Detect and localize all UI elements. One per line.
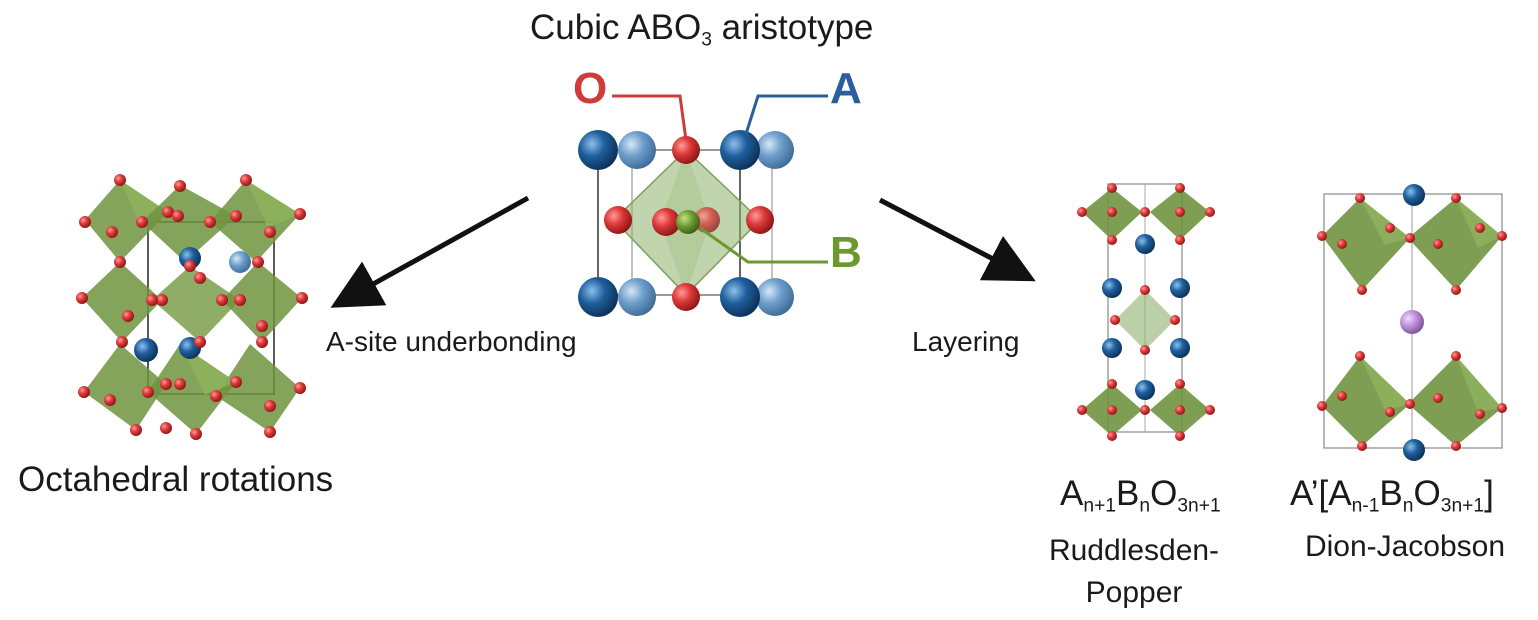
rp-name: Ruddlesden-Popper bbox=[1048, 534, 1220, 609]
rp-formula-o: O bbox=[1150, 474, 1178, 513]
diagram-title: Cubic ABO3 aristotype bbox=[530, 8, 873, 52]
dj-formula-a-sub: n-1 bbox=[1351, 495, 1380, 517]
site-label-a: A bbox=[830, 64, 862, 113]
dj-formula-prefix: A’[A bbox=[1290, 474, 1352, 513]
cubic-unit-cell bbox=[578, 130, 794, 317]
dj-formula-o: O bbox=[1413, 474, 1441, 513]
caption-octahedral-rotations: Octahedral rotations bbox=[18, 460, 334, 499]
a-site-atom bbox=[618, 131, 656, 169]
octahedral-rotations-structure bbox=[76, 174, 308, 440]
oxygen-atom bbox=[672, 136, 700, 164]
arrow-label-underbonding: A-site underbonding bbox=[326, 326, 577, 357]
site-label-b: B bbox=[830, 228, 862, 277]
title-subscript: 3 bbox=[701, 29, 712, 51]
rp-formula-b-sub: n bbox=[1139, 495, 1151, 517]
b-leader-line bbox=[699, 226, 828, 264]
arrow-left bbox=[330, 195, 530, 308]
dj-formula-o-sub: 3n+1 bbox=[1440, 495, 1485, 517]
arrow-label-layering: Layering bbox=[912, 326, 1020, 357]
title-main: Cubic ABO bbox=[530, 8, 702, 47]
a-prime-atom bbox=[1400, 310, 1424, 334]
rp-formula-a: A bbox=[1060, 474, 1084, 513]
rp-formula: An+1BnO3n+1 bbox=[1060, 474, 1221, 518]
dj-formula-b-sub: n bbox=[1402, 495, 1414, 517]
title-suffix: aristotype bbox=[711, 8, 874, 47]
rp-formula-b: B bbox=[1116, 474, 1140, 513]
site-label-o: O bbox=[573, 64, 608, 113]
dj-formula-suffix: ] bbox=[1484, 474, 1494, 513]
dj-name: Dion-Jacobson bbox=[1304, 530, 1506, 563]
dion-jacobson-structure bbox=[1317, 184, 1507, 461]
dj-formula-b: B bbox=[1379, 474, 1403, 513]
rp-formula-o-sub: 3n+1 bbox=[1177, 495, 1221, 517]
arrow-right bbox=[878, 197, 1036, 282]
rp-formula-a-sub: n+1 bbox=[1083, 495, 1117, 517]
a-leader-line bbox=[744, 94, 828, 135]
ruddlesden-popper-structure bbox=[1077, 183, 1215, 441]
b-site-atom bbox=[676, 210, 700, 234]
dj-formula: A’[An-1BnO3n+1] bbox=[1290, 474, 1494, 518]
o-leader-line bbox=[612, 94, 688, 141]
